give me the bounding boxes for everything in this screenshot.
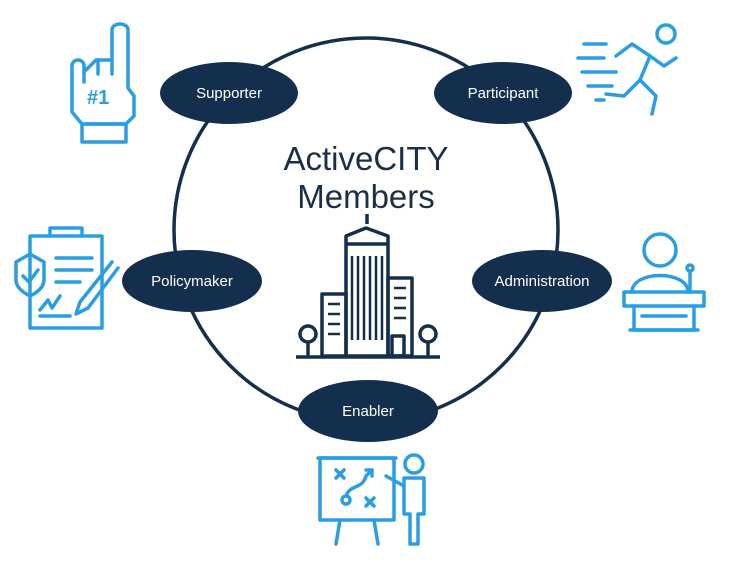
- foam-finger-label: #1: [87, 87, 109, 109]
- foam-finger-number-one-icon: #1: [70, 22, 136, 144]
- diagram-title-line-1: ActiveCITY: [283, 140, 449, 177]
- signing-document-clipboard-icon: [14, 226, 120, 330]
- strategy-board-presenter-icon: [316, 453, 426, 546]
- role-label-enabler: Enabler: [342, 402, 394, 420]
- role-node-supporter: Supporter: [160, 62, 298, 124]
- role-label-participant: Participant: [467, 84, 539, 102]
- speaker-at-podium-icon: [622, 232, 706, 332]
- role-node-administration: Administration: [472, 250, 612, 312]
- role-label-administration: Administration: [494, 272, 590, 290]
- city-buildings-icon: [296, 214, 440, 359]
- role-label-policymaker: Policymaker: [151, 272, 233, 290]
- role-node-participant: Participant: [434, 62, 572, 124]
- role-label-supporter: Supporter: [196, 84, 262, 102]
- diagram-title-line-2: Members: [297, 178, 435, 215]
- running-person-icon: [576, 23, 678, 116]
- role-node-policymaker: Policymaker: [122, 250, 262, 312]
- role-node-enabler: Enabler: [298, 380, 438, 442]
